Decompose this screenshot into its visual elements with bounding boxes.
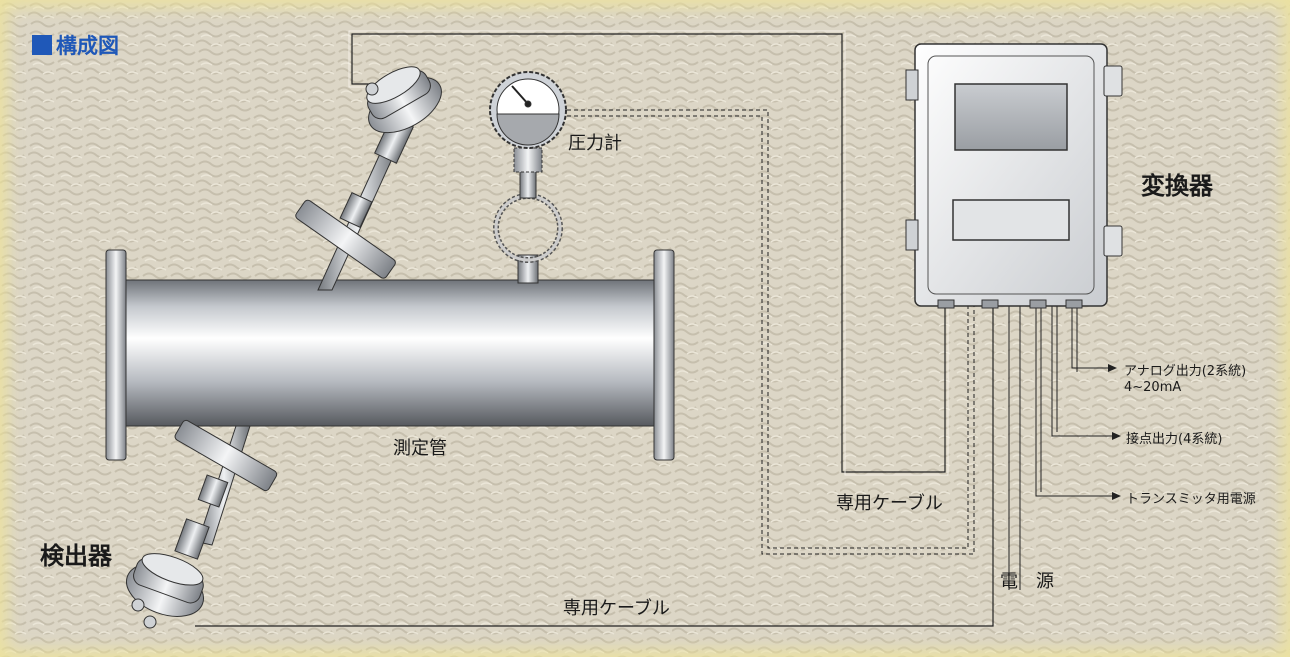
pressure-gauge-cable [567,109,975,555]
measuring-pipe-drawing [105,249,675,461]
diagram-title: 構成図 [32,30,119,60]
converter-label: 変換器 [1141,172,1213,200]
contact-output-label: 接点出力(4系統) [1126,432,1223,447]
analog-output-label: アナログ出力(2系統) [1124,364,1247,379]
output-cables [1035,306,1112,497]
measuring-pipe-label: 測定管 [393,438,447,459]
upper-detector-drawing [295,66,442,291]
dedicated-cable-upper-label: 専用ケーブル [836,493,943,514]
dedicated-cable-lower-label: 専用ケーブル [563,598,670,619]
dedicated-cable-lower [195,306,994,627]
pressure-gauge-label: 圧力計 [568,133,622,154]
power-supply-cable [1008,306,1021,590]
analog-output-range-label: 4~20mA [1124,380,1182,395]
pressure-gauge-drawing [489,71,567,284]
converter-drawing [905,43,1123,309]
detector-label: 検出器 [40,542,112,570]
lower-detector-drawing [126,419,278,629]
title-square-icon [32,35,52,55]
transmitter-power-label: トランスミッタ用電源 [1126,492,1256,507]
dedicated-cable-upper [351,33,946,473]
power-supply-label: 電 源 [1000,571,1054,592]
